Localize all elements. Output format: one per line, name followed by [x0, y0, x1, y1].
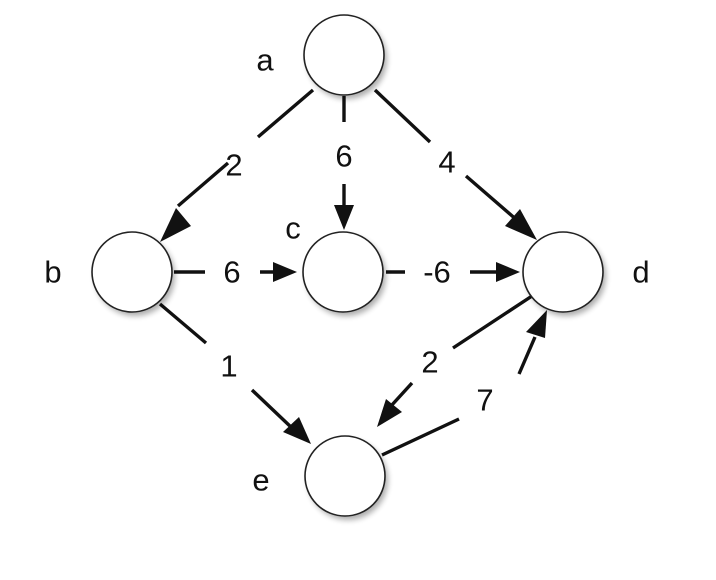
- node-label-a: a: [256, 43, 274, 78]
- edge-b-to-e: [158, 302, 311, 444]
- node-a: [303, 14, 387, 99]
- edge-weight-b-c: 6: [223, 255, 240, 290]
- node-e: [304, 435, 388, 520]
- edge-d-to-e: [377, 294, 533, 427]
- edge-a-to-b: [160, 88, 315, 242]
- edge-weight-a-b: 2: [225, 148, 242, 183]
- edge-weight-a-d: 4: [438, 145, 455, 180]
- edge-c-to-d: [386, 262, 520, 282]
- node-d: [522, 231, 606, 316]
- edge-weight-a-c: 6: [335, 139, 352, 174]
- node-label-c: c: [285, 211, 301, 246]
- node-label-e: e: [252, 463, 269, 498]
- edge-a-to-d: [373, 88, 537, 240]
- edge-e-to-d: [381, 310, 547, 457]
- edge-weight-b-e: 1: [220, 349, 237, 384]
- edge-weight-c-d: -6: [423, 255, 451, 290]
- edge-b-to-c: [174, 262, 297, 282]
- node-label-b: b: [44, 255, 61, 290]
- node-c: [302, 231, 386, 316]
- node-label-d: d: [632, 255, 649, 290]
- edge-weight-e-d: 7: [476, 383, 493, 418]
- node-b: [91, 231, 175, 316]
- edge-a-to-c: [334, 96, 354, 230]
- edge-weight-d-e: 2: [421, 345, 438, 380]
